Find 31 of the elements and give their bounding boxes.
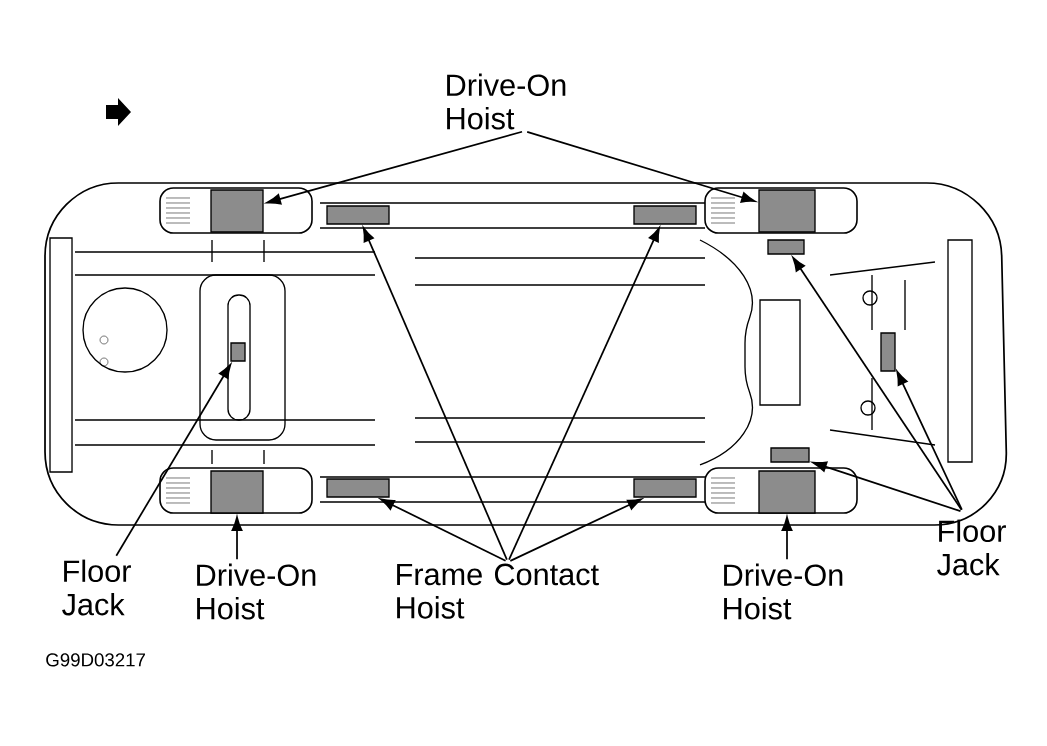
lifting-pad [210, 189, 264, 233]
callout-label: Drive-On Hoist [447, 73, 566, 130]
lifting-pad [633, 478, 697, 498]
lifting-pad [210, 470, 264, 514]
lifting-pad [633, 205, 697, 225]
leader-arrow [362, 227, 508, 561]
leader-arrow [266, 130, 523, 205]
leader-arrow [380, 498, 507, 562]
figure-code: G99D03217 [46, 653, 145, 667]
lifting-pad [758, 470, 816, 514]
lifting-pad [758, 189, 816, 233]
lifting-pad [880, 332, 896, 372]
lifting-pad [770, 447, 810, 463]
leader-arrow [526, 130, 756, 203]
leader-arrow [509, 498, 642, 562]
callout-label: Floor Jack [937, 519, 1006, 576]
callout-label: Frame Contact Hoist [397, 563, 599, 619]
leader-arrow [792, 257, 963, 511]
lifting-pad [326, 478, 390, 498]
leader-arrow [812, 461, 962, 513]
callout-label: Drive-On Hoist [197, 563, 316, 620]
lifting-pad [326, 205, 390, 225]
lifting-pad [230, 342, 246, 362]
callout-label: Floor Jack [62, 559, 131, 616]
lifting-pad [767, 239, 805, 255]
leader-arrow [508, 227, 660, 561]
leader-arrow [896, 370, 963, 511]
callout-label: Drive-On Hoist [724, 563, 843, 620]
leader-arrow [781, 516, 793, 561]
leader-arrow [115, 364, 232, 557]
leader-arrow [231, 516, 243, 561]
